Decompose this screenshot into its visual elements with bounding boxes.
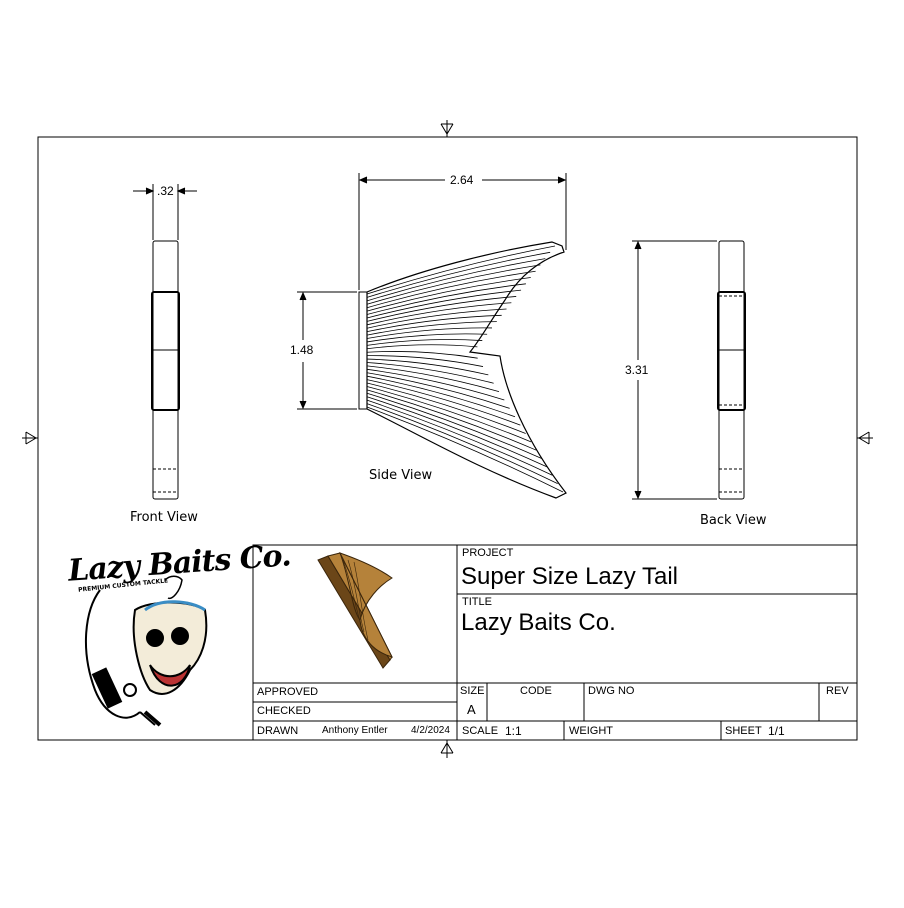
tail-rib <box>366 308 507 329</box>
tail-rib <box>366 344 478 350</box>
back-view <box>717 240 746 500</box>
dimension-text-side-width: 2.64 <box>450 173 474 187</box>
dwg-no-label: DWG NO <box>588 685 635 697</box>
tail-rib <box>366 399 553 476</box>
tail-rib <box>366 365 500 393</box>
tail-rib <box>366 333 488 343</box>
tail-rib <box>366 314 502 333</box>
code-label: CODE <box>520 685 552 697</box>
tail-rib <box>366 296 517 322</box>
checked-label: CHECKED <box>257 705 311 717</box>
project-value: Super Size Lazy Tail <box>461 563 679 590</box>
tail-rib <box>366 327 492 339</box>
tail-rib <box>366 258 546 302</box>
scale-label: SCALE <box>462 725 499 737</box>
tail-rib <box>366 339 483 346</box>
drawn-by: Anthony Entler <box>322 725 388 736</box>
tail-rib <box>366 403 558 484</box>
tail-rib <box>366 372 510 409</box>
title-label: TITLE <box>462 596 492 608</box>
dimension-back-height <box>632 240 717 500</box>
tail-rib <box>366 321 497 336</box>
dimension-front-width <box>133 184 197 240</box>
rev-label: REV <box>826 685 849 697</box>
size-label: SIZE <box>460 685 485 697</box>
tail-rib <box>366 375 516 418</box>
dimension-text-back-height: 3.31 <box>625 363 649 377</box>
tail-rib <box>366 355 484 367</box>
tail-rib <box>366 351 478 359</box>
sheet-label: SHEET <box>725 725 762 737</box>
tail-rib <box>366 362 494 384</box>
drawn-date: 4/2/2024 <box>411 725 450 736</box>
dimension-text-front-width: .32 <box>157 184 174 198</box>
tail-rib <box>366 283 526 315</box>
side-view-label: Side View <box>369 468 433 483</box>
center-mark-top <box>440 120 454 137</box>
tail-rib <box>366 389 537 451</box>
weight-label: WEIGHT <box>569 725 613 737</box>
back-view-label: Back View <box>700 513 767 528</box>
project-label: PROJECT <box>462 547 514 559</box>
side-view-ribs <box>366 245 564 493</box>
title-value: Lazy Baits Co. <box>461 609 616 636</box>
center-mark-bottom <box>440 740 454 758</box>
sheet-value: 1/1 <box>768 724 785 738</box>
tail-rib <box>366 386 532 443</box>
scale-value: 1:1 <box>505 724 522 738</box>
tail-rib <box>366 277 531 312</box>
dimension-side-height <box>297 291 357 410</box>
tail-rib <box>366 270 536 309</box>
tail-rib <box>366 406 564 493</box>
center-mark-left <box>22 431 38 445</box>
center-mark-right <box>857 431 873 445</box>
tail-rib <box>366 264 541 305</box>
logo-mascot <box>85 575 208 727</box>
tail-rib <box>366 302 512 326</box>
size-value: A <box>467 702 476 717</box>
tail-rib <box>366 368 505 401</box>
tail-rib <box>366 379 521 426</box>
tail-rib <box>366 392 542 459</box>
tail-rib <box>366 382 526 434</box>
tail-rib <box>366 396 548 468</box>
front-view-label: Front View <box>130 510 198 525</box>
dimension-text-side-height: 1.48 <box>290 343 314 357</box>
isometric-preview <box>317 552 393 669</box>
tail-rib <box>366 251 551 298</box>
side-view <box>358 241 567 499</box>
tail-rib <box>366 358 489 376</box>
front-view <box>151 240 180 500</box>
tail-rib <box>366 289 522 319</box>
tail-rib <box>366 245 556 295</box>
drawn-label: DRAWN <box>257 725 299 737</box>
approved-label: APPROVED <box>257 686 319 698</box>
dimension-side-width <box>358 173 567 290</box>
title-block-grid <box>252 544 858 741</box>
